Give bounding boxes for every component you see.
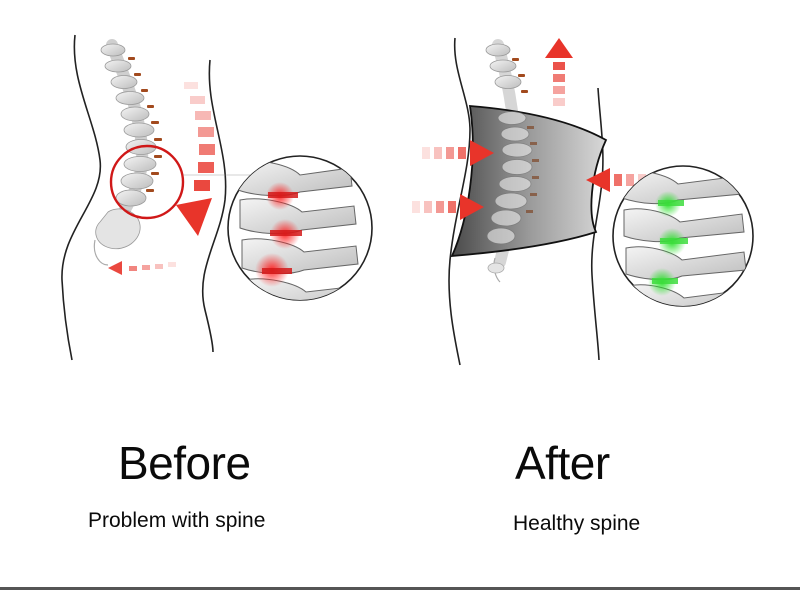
before-curved-arrow	[176, 82, 215, 236]
after-subtitle: Healthy spine	[513, 512, 641, 535]
after-title: After	[515, 437, 610, 489]
bottom-divider	[0, 587, 800, 590]
before-spine	[93, 39, 162, 266]
after-left-arrow-lower	[412, 194, 484, 220]
before-panel	[61, 34, 373, 361]
after-zoom-detail	[612, 165, 754, 307]
after-up-arrow	[545, 38, 573, 106]
after-body-outline-front	[590, 87, 604, 361]
before-body-outline-front	[201, 59, 227, 353]
before-body-outline-back	[61, 34, 102, 361]
after-spine-through-brace	[486, 111, 539, 245]
before-problem-circle	[109, 144, 185, 220]
after-left-arrow-upper	[422, 140, 494, 166]
before-subtitle: Problem with spine	[88, 509, 266, 532]
before-bottom-arrow	[108, 261, 176, 275]
after-lower-spine	[487, 257, 505, 283]
after-panel	[412, 37, 754, 366]
before-zoom-detail	[227, 155, 373, 301]
before-title: Before	[118, 437, 251, 489]
